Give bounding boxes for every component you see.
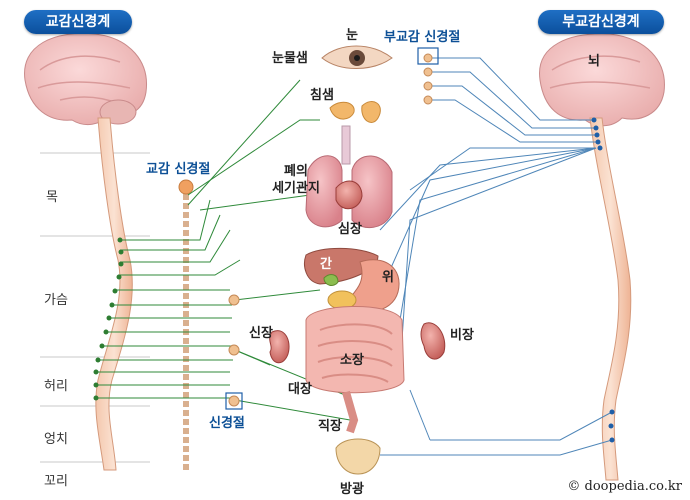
eye-illustration bbox=[321, 45, 393, 69]
parasympathetic-ganglion-label: 부교감 신경절 bbox=[384, 30, 461, 45]
copyright-text: © doopedia.co.kr bbox=[567, 479, 682, 494]
eye-label: 눈 bbox=[346, 28, 358, 43]
sympathetic-dots bbox=[93, 237, 124, 401]
region-hip: 엉치 bbox=[44, 432, 68, 447]
region-tail: 꼬리 bbox=[44, 474, 68, 489]
head-ganglia bbox=[417, 47, 439, 105]
lungs bbox=[305, 125, 393, 228]
parasympathetic-fibers bbox=[379, 57, 613, 456]
sympathetic-header: 교감신경계 bbox=[24, 10, 132, 34]
small-intestine-label: 소장 bbox=[340, 353, 364, 368]
bladder-label: 방광 bbox=[340, 482, 364, 497]
spleen-label: 비장 bbox=[450, 328, 474, 343]
region-neck: 목 bbox=[46, 190, 58, 205]
liver-label: 간 bbox=[320, 257, 332, 272]
bladder-illustration bbox=[335, 438, 381, 475]
salivary-glands bbox=[329, 101, 381, 123]
kidney-illustration bbox=[269, 330, 290, 364]
region-dividers bbox=[40, 152, 150, 463]
parasympathetic-header: 부교감신경계 bbox=[538, 10, 664, 34]
lungs-label-line2: 세기관지 bbox=[272, 181, 320, 196]
right-spinal-cord bbox=[589, 117, 632, 481]
rectum-label: 직장 bbox=[318, 419, 342, 434]
lungs-label-line1: 폐의 bbox=[284, 164, 308, 179]
left-brain bbox=[24, 32, 147, 126]
heart-label: 심장 bbox=[338, 222, 362, 237]
right-brain bbox=[539, 33, 665, 127]
brain-label: 뇌 bbox=[588, 54, 600, 69]
ganglion-label: 신경절 bbox=[209, 416, 245, 431]
salivary-gland-label: 침샘 bbox=[310, 88, 334, 103]
spleen-illustration bbox=[420, 322, 446, 360]
kidney-label: 신장 bbox=[249, 326, 273, 341]
intestines bbox=[305, 305, 405, 434]
region-waist: 허리 bbox=[44, 379, 68, 394]
liver-stomach bbox=[304, 247, 400, 313]
left-spinal-cord bbox=[95, 117, 133, 471]
large-intestine-label: 대장 bbox=[288, 382, 312, 397]
parasympathetic-dots bbox=[591, 117, 615, 443]
stomach-label: 위 bbox=[382, 270, 394, 285]
lacrimal-gland-label: 눈물샘 bbox=[272, 51, 308, 66]
region-chest: 가슴 bbox=[44, 293, 68, 308]
sympathetic-ganglion-label: 교감 신경절 bbox=[146, 162, 211, 177]
prevertebral-ganglia bbox=[225, 294, 243, 410]
